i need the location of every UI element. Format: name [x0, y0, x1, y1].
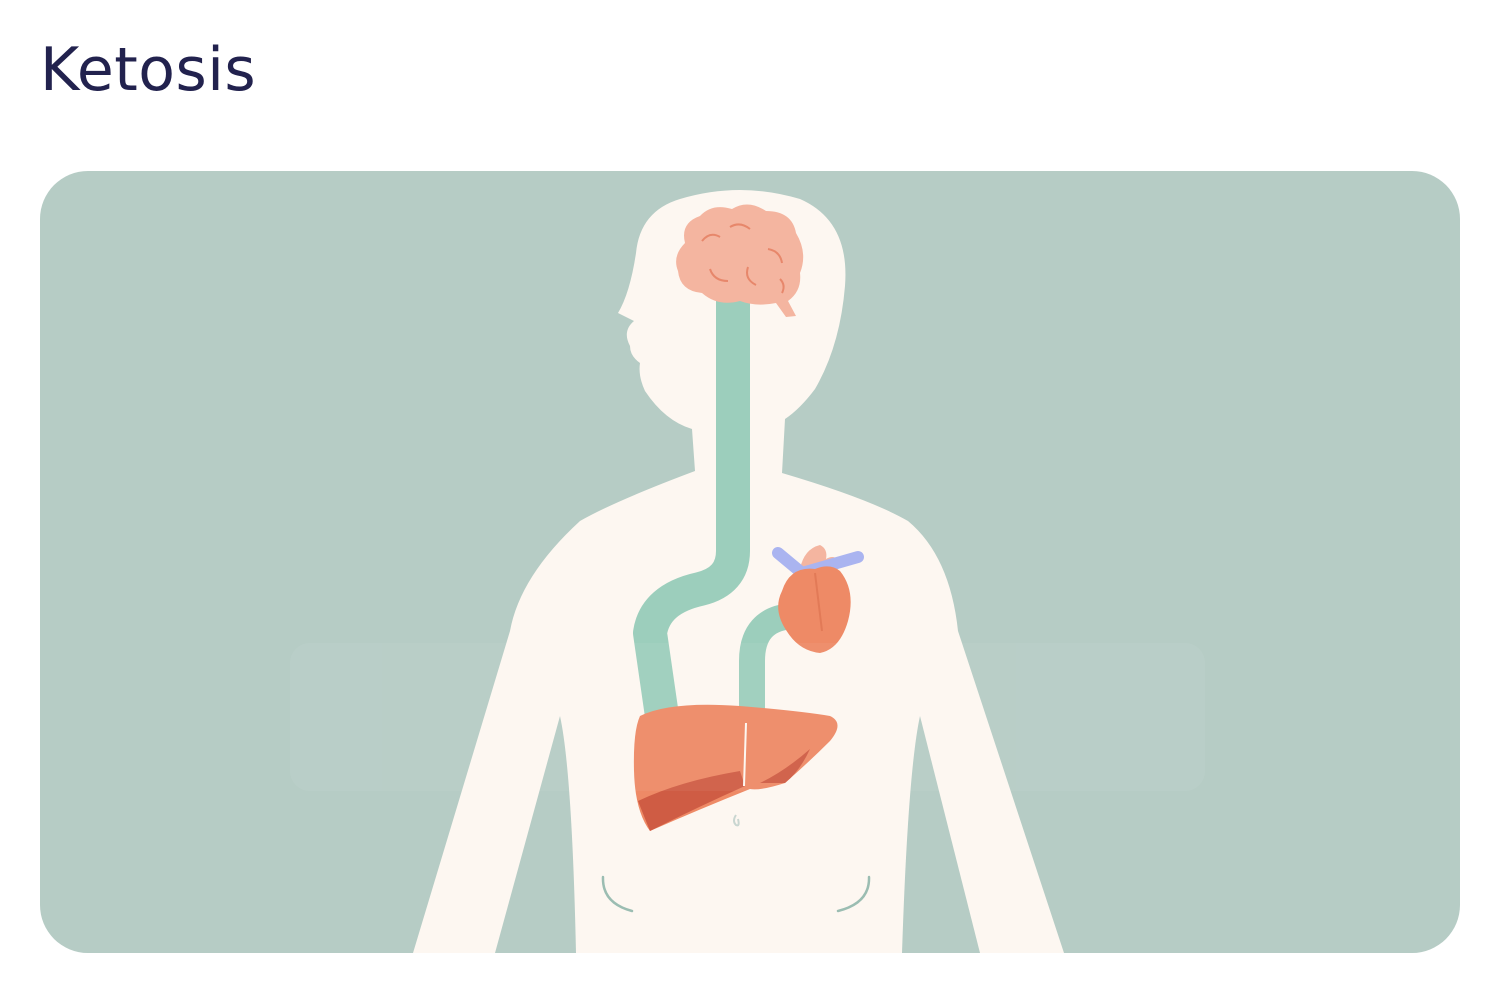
player-duration: 00:10 — [1115, 745, 1167, 766]
illustration-card: 00:00 00:10 — [40, 171, 1460, 953]
heart-icon — [772, 545, 864, 653]
video-player-controls[interactable]: 00:00 00:10 — [290, 643, 1205, 791]
brain-liver-pathway — [633, 299, 750, 719]
player-overlay — [290, 643, 1205, 791]
page-title: Ketosis — [40, 35, 257, 105]
brain-icon — [676, 204, 804, 317]
player-elapsed: 00:00 — [322, 745, 374, 766]
ketosis-illustration: 00:00 00:10 — [40, 171, 1460, 953]
liver-icon — [633, 704, 838, 831]
